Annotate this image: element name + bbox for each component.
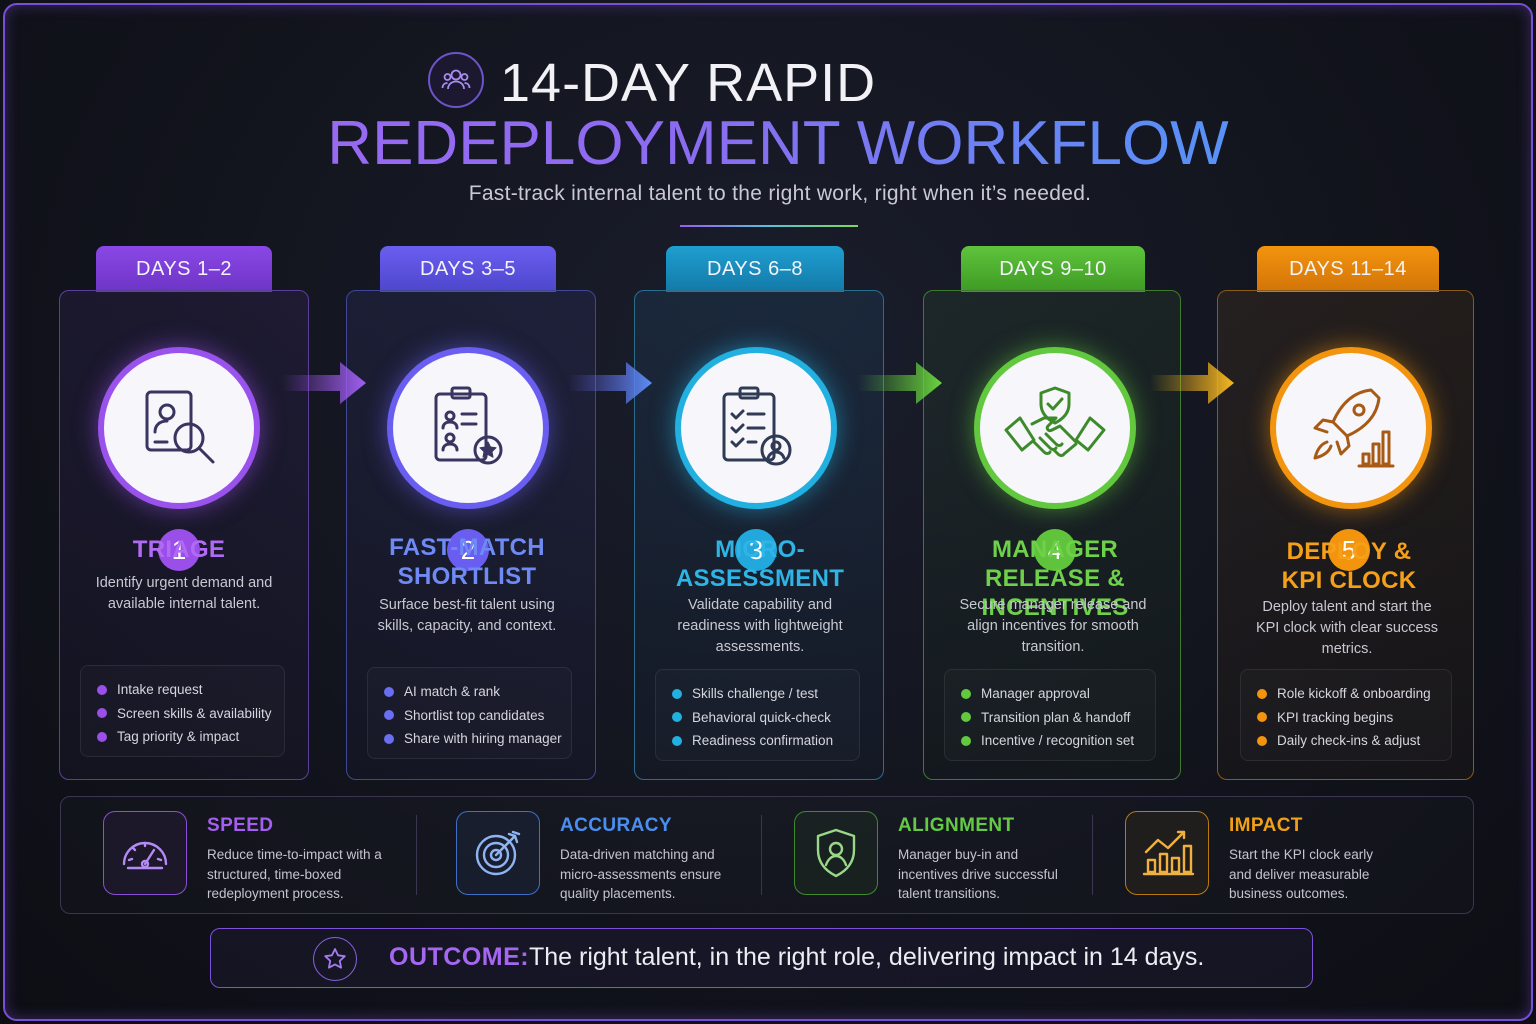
step-card: 5 DEPLOY & KPI CLOCK Deploy talent and s… <box>1217 290 1474 780</box>
arrow-right-icon <box>1150 362 1234 404</box>
step-days-tab: DAYS 9–10 <box>961 246 1145 292</box>
benefit-description: Reduce time-to-impact with a structured,… <box>207 847 382 901</box>
bullet-dot <box>1257 688 1267 699</box>
bullet-dot <box>384 710 394 721</box>
list-item: KPI tracking begins <box>1257 706 1451 730</box>
list-item: Screen skills & availability <box>97 702 284 726</box>
bullet-dot <box>384 733 394 744</box>
step-title: DEPLOY & KPI CLOCK <box>1281 538 1417 594</box>
list-item: AI match & rank <box>384 680 571 704</box>
arrow-right-icon <box>858 362 942 404</box>
benefit-title: ACCURACY <box>560 815 672 836</box>
bullet-dot <box>672 688 682 699</box>
step-number-badge: 1 <box>158 529 200 571</box>
outcome-text: The right talent, in the right role, del… <box>529 943 1205 971</box>
outcome-label: OUTCOME: <box>389 943 530 971</box>
benefit-impact: IMPACT Start the KPI clock early and del… <box>1125 811 1425 901</box>
step-card: 4 MANAGER RELEASE & INCENTIVES Secure ma… <box>923 290 1181 780</box>
benefit-description: Start the KPI clock early and deliver me… <box>1229 847 1374 901</box>
step-card: 3 MICRO-ASSESSMENT Validate capability a… <box>634 290 884 780</box>
title-divider <box>680 225 858 227</box>
benefit-title: SPEED <box>207 815 274 836</box>
benefit-speed: SPEED Reduce time-to-impact with a struc… <box>103 811 413 901</box>
list-item: Daily check-ins & adjust <box>1257 729 1451 753</box>
step-number-badge: 5 <box>1328 529 1370 571</box>
step-days-tab: DAYS 6–8 <box>666 246 844 292</box>
step-days-tab: DAYS 3–5 <box>380 246 556 292</box>
list-item: Intake request <box>97 678 284 702</box>
step-number-badge: 4 <box>1034 529 1076 571</box>
step-description: Surface best-fit talent using skills, ca… <box>377 597 557 634</box>
list-item: Skills challenge / test <box>672 682 859 706</box>
benefit-title: ALIGNMENT <box>898 815 1015 836</box>
step-description: Deploy talent and start the KPI clock wi… <box>1255 599 1439 657</box>
arrow-right-icon <box>568 362 652 404</box>
profile-search-icon <box>98 347 260 509</box>
list-item: Behavioral quick-check <box>672 706 859 730</box>
step-card: 1 TRIAGE Identify urgent demand and avai… <box>59 290 309 780</box>
step-checklist: Manager approval Transition plan & hando… <box>944 669 1156 761</box>
bullet-dot <box>1257 735 1267 746</box>
step-title: MANAGER RELEASE & INCENTIVES <box>981 536 1129 621</box>
bullet-dot <box>672 712 682 723</box>
step-description: Identify urgent demand and available int… <box>95 575 273 612</box>
list-item: Readiness confirmation <box>672 729 859 753</box>
clipboard-star-icon <box>387 347 549 509</box>
shield-person-icon <box>794 811 878 895</box>
step-days-tab: DAYS 11–14 <box>1257 246 1439 292</box>
bullet-dot <box>961 712 971 723</box>
step-checklist: AI match & rank Shortlist top candidates… <box>367 667 572 759</box>
divider <box>761 815 762 895</box>
benefits-panel: SPEED Reduce time-to-impact with a struc… <box>60 796 1474 914</box>
step-days-tab: DAYS 1–2 <box>96 246 272 292</box>
bullet-dot <box>672 735 682 746</box>
outcome-banner: OUTCOME: The right talent, in the right … <box>210 928 1313 988</box>
step-checklist: Intake request Screen skills & availabil… <box>80 665 285 757</box>
bullet-dot <box>1257 712 1267 723</box>
subtitle: Fast-track internal talent to the right … <box>468 182 1092 205</box>
list-item: Tag priority & impact <box>97 725 284 749</box>
step-checklist: Role kickoff & onboarding KPI tracking b… <box>1240 669 1452 761</box>
target-icon <box>456 811 540 895</box>
step-card: 2 FAST-MATCH SHORTLIST Surface best-fit … <box>346 290 596 780</box>
list-item: Shortlist top candidates <box>384 704 571 728</box>
step-number-badge: 3 <box>735 529 777 571</box>
bullet-dot <box>97 731 107 742</box>
checklist-person-icon <box>675 347 837 509</box>
step-description: Validate capability and readiness with l… <box>677 597 843 655</box>
step-checklist: Skills challenge / test Behavioral quick… <box>655 669 860 761</box>
title-line-1: 14-DAY RAPID <box>500 53 877 113</box>
handshake-shield-icon <box>974 347 1136 509</box>
star-icon <box>313 937 357 981</box>
step-title: FAST-MATCH SHORTLIST <box>389 534 545 590</box>
step-title: MICRO-ASSESSMENT <box>675 536 845 592</box>
benefit-alignment: ALIGNMENT Manager buy-in and incentives … <box>794 811 1094 901</box>
list-item: Incentive / recognition set <box>961 729 1155 753</box>
arrow-right-icon <box>282 362 366 404</box>
people-group-icon <box>428 52 484 108</box>
speedometer-icon <box>103 811 187 895</box>
list-item: Transition plan & handoff <box>961 706 1155 730</box>
benefit-title: IMPACT <box>1229 815 1303 836</box>
divider <box>1092 815 1093 895</box>
list-item: Share with hiring manager <box>384 727 571 751</box>
benefit-description: Data-driven matching and micro-assessmen… <box>560 847 722 901</box>
bullet-dot <box>97 684 107 695</box>
step-number-badge: 2 <box>447 529 489 571</box>
benefit-description: Manager buy-in and incentives drive succ… <box>898 847 1058 901</box>
bullet-dot <box>961 688 971 699</box>
bar-chart-up-icon <box>1125 811 1209 895</box>
list-item: Role kickoff & onboarding <box>1257 682 1451 706</box>
step-description: Secure manager release and align incenti… <box>959 597 1147 655</box>
benefit-accuracy: ACCURACY Data-driven matching and micro-… <box>456 811 756 901</box>
rocket-chart-icon <box>1270 347 1432 509</box>
bullet-dot <box>384 686 394 697</box>
bullet-dot <box>97 708 107 719</box>
divider <box>416 815 417 895</box>
title-line-2: REDEPLOYMENT WORKFLOW <box>0 108 1536 179</box>
bullet-dot <box>961 735 971 746</box>
step-title: TRIAGE <box>132 536 226 563</box>
list-item: Manager approval <box>961 682 1155 706</box>
